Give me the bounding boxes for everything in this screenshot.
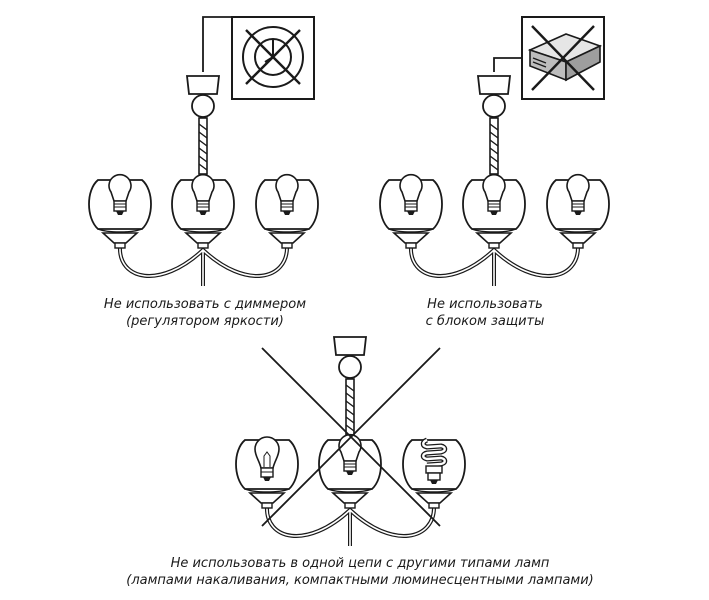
- caption-dimmer: Не использовать с диммером (регулятором …: [60, 296, 350, 330]
- wire: [493, 57, 522, 72]
- caption-protection-unit: Не использовать с блоком защиты: [350, 296, 620, 330]
- caption-line: с блоком защиты: [425, 314, 545, 329]
- decor-ball: [338, 355, 362, 379]
- caption-mixed-lamps: Не использовать в одной цепи с другими т…: [80, 555, 640, 589]
- chandelier-2: [379, 57, 610, 286]
- incandescent-bulb: [254, 436, 280, 482]
- decor-ball: [482, 94, 506, 118]
- protection-unit-icon: [521, 16, 605, 100]
- caption-line: Не использовать: [427, 297, 543, 312]
- led-bulb: [108, 173, 132, 216]
- dimmer-icon: [231, 16, 315, 100]
- led-bulb: [275, 173, 299, 216]
- led-bulb: [566, 173, 590, 216]
- led-bulb: [399, 173, 423, 216]
- prohibition-cross: [261, 347, 441, 527]
- led-bulb: [338, 433, 362, 476]
- decor-ball: [191, 94, 215, 118]
- wire: [202, 16, 232, 72]
- led-bulb: [191, 173, 215, 216]
- cfl-bulb: [423, 440, 445, 484]
- caption-line: (регулятором яркости): [126, 314, 284, 329]
- chandelier-3: [235, 336, 466, 546]
- caption-line: Не использовать в одной цепи с другими т…: [170, 556, 550, 571]
- ceiling-canopy: [332, 336, 368, 356]
- ceiling-canopy: [476, 75, 512, 95]
- led-bulb: [482, 173, 506, 216]
- chandelier-1: [88, 16, 319, 286]
- caption-line: (лампами накаливания, компактными люмине…: [126, 573, 594, 588]
- ceiling-canopy: [185, 75, 221, 95]
- caption-line: Не использовать с диммером: [103, 297, 307, 312]
